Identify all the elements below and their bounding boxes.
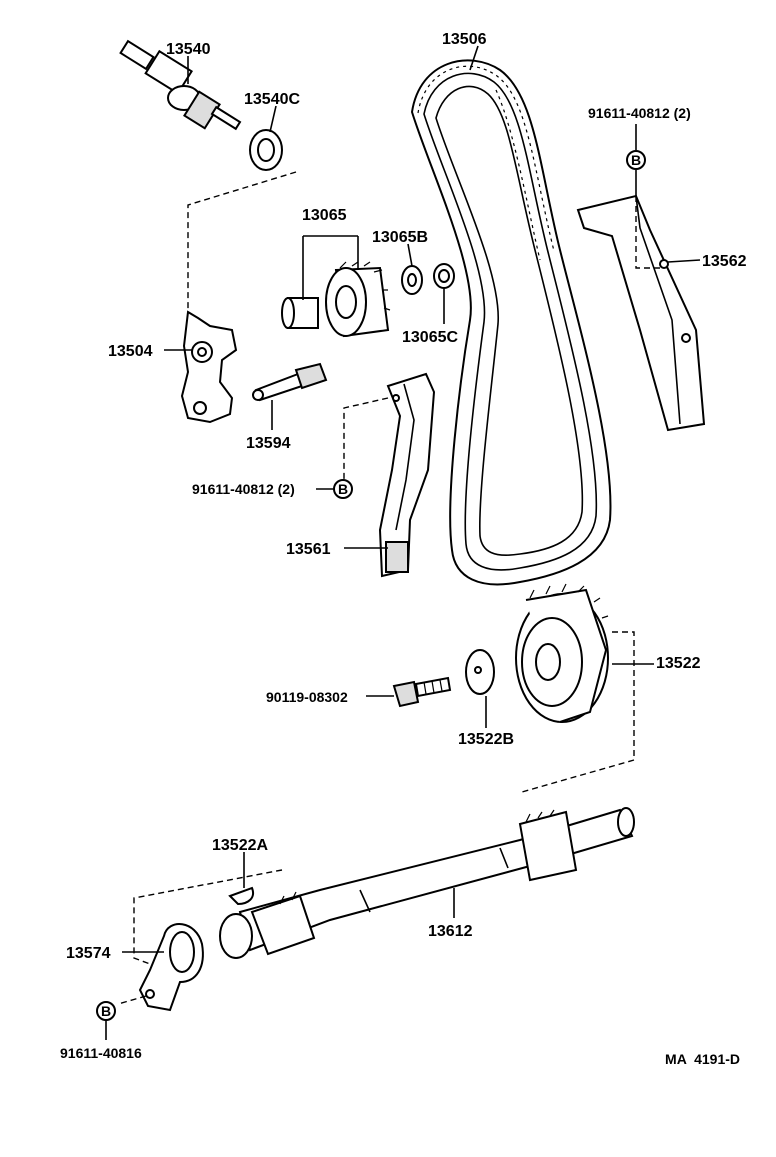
leader-lines (105, 45, 701, 1040)
callout-13065: 13065 (302, 207, 347, 224)
tensioner-shaft (119, 39, 242, 131)
woodruff-key (228, 886, 254, 906)
callout-13561: 13561 (286, 541, 331, 558)
idler-pulley (325, 261, 391, 338)
assembly-line-4 (521, 631, 635, 793)
timing-belt (410, 59, 612, 586)
bolt-symbol-top: B (626, 150, 646, 170)
diagram-code: MA 4191-D (665, 1051, 740, 1067)
assembly-line-3 (343, 397, 389, 480)
bolt-symbol-left: B (333, 479, 353, 499)
callout-91611-40816: 91611-40816 (60, 1045, 142, 1061)
callout-13562: 13562 (702, 253, 747, 270)
assembly-line-1 (187, 171, 297, 312)
nut-13065C (433, 263, 455, 289)
assembly-line-6 (117, 995, 147, 1005)
shaft-13612 (219, 807, 635, 959)
callout-13574: 13574 (66, 945, 111, 962)
belt-guide-right (576, 194, 706, 432)
callout-13506: 13506 (442, 31, 487, 48)
callout-90119-08302: 90119-08302 (266, 689, 348, 705)
callout-13522: 13522 (656, 655, 701, 672)
callout-13540C: 13540C (244, 91, 300, 108)
bolt-symbol-label: B (101, 1003, 111, 1019)
stud-13594 (252, 362, 328, 402)
callout-13594: 13594 (246, 435, 291, 452)
assembly-line-5 (133, 869, 283, 965)
callout-13522B: 13522B (458, 731, 514, 748)
callout-13065C: 13065C (402, 329, 458, 346)
washer-13522B (465, 649, 495, 695)
idler-bracket (180, 310, 238, 424)
bolt-90119 (392, 676, 452, 708)
callout-13065B: 13065B (372, 229, 428, 246)
bolt-symbol-label: B (631, 152, 641, 168)
crankshaft-pulley (515, 583, 609, 723)
callout-91611-40812-left: 91611-40812 (2) (192, 481, 295, 497)
washer-13065B (401, 265, 423, 295)
plate-13574 (138, 923, 204, 1012)
callout-13504: 13504 (108, 343, 153, 360)
bolt-symbol-bottom: B (96, 1001, 116, 1021)
callout-13612: 13612 (428, 923, 473, 940)
callout-13540: 13540 (166, 41, 211, 58)
bolt-symbol-label: B (338, 481, 348, 497)
belt-guide-left (378, 372, 436, 578)
callout-91611-40812-top: 91611-40812 (2) (588, 105, 691, 121)
callout-13522A: 13522A (212, 837, 268, 854)
washer-13540C (249, 129, 283, 171)
idler-bushing (281, 297, 319, 329)
assembly-line-2 (635, 196, 660, 269)
